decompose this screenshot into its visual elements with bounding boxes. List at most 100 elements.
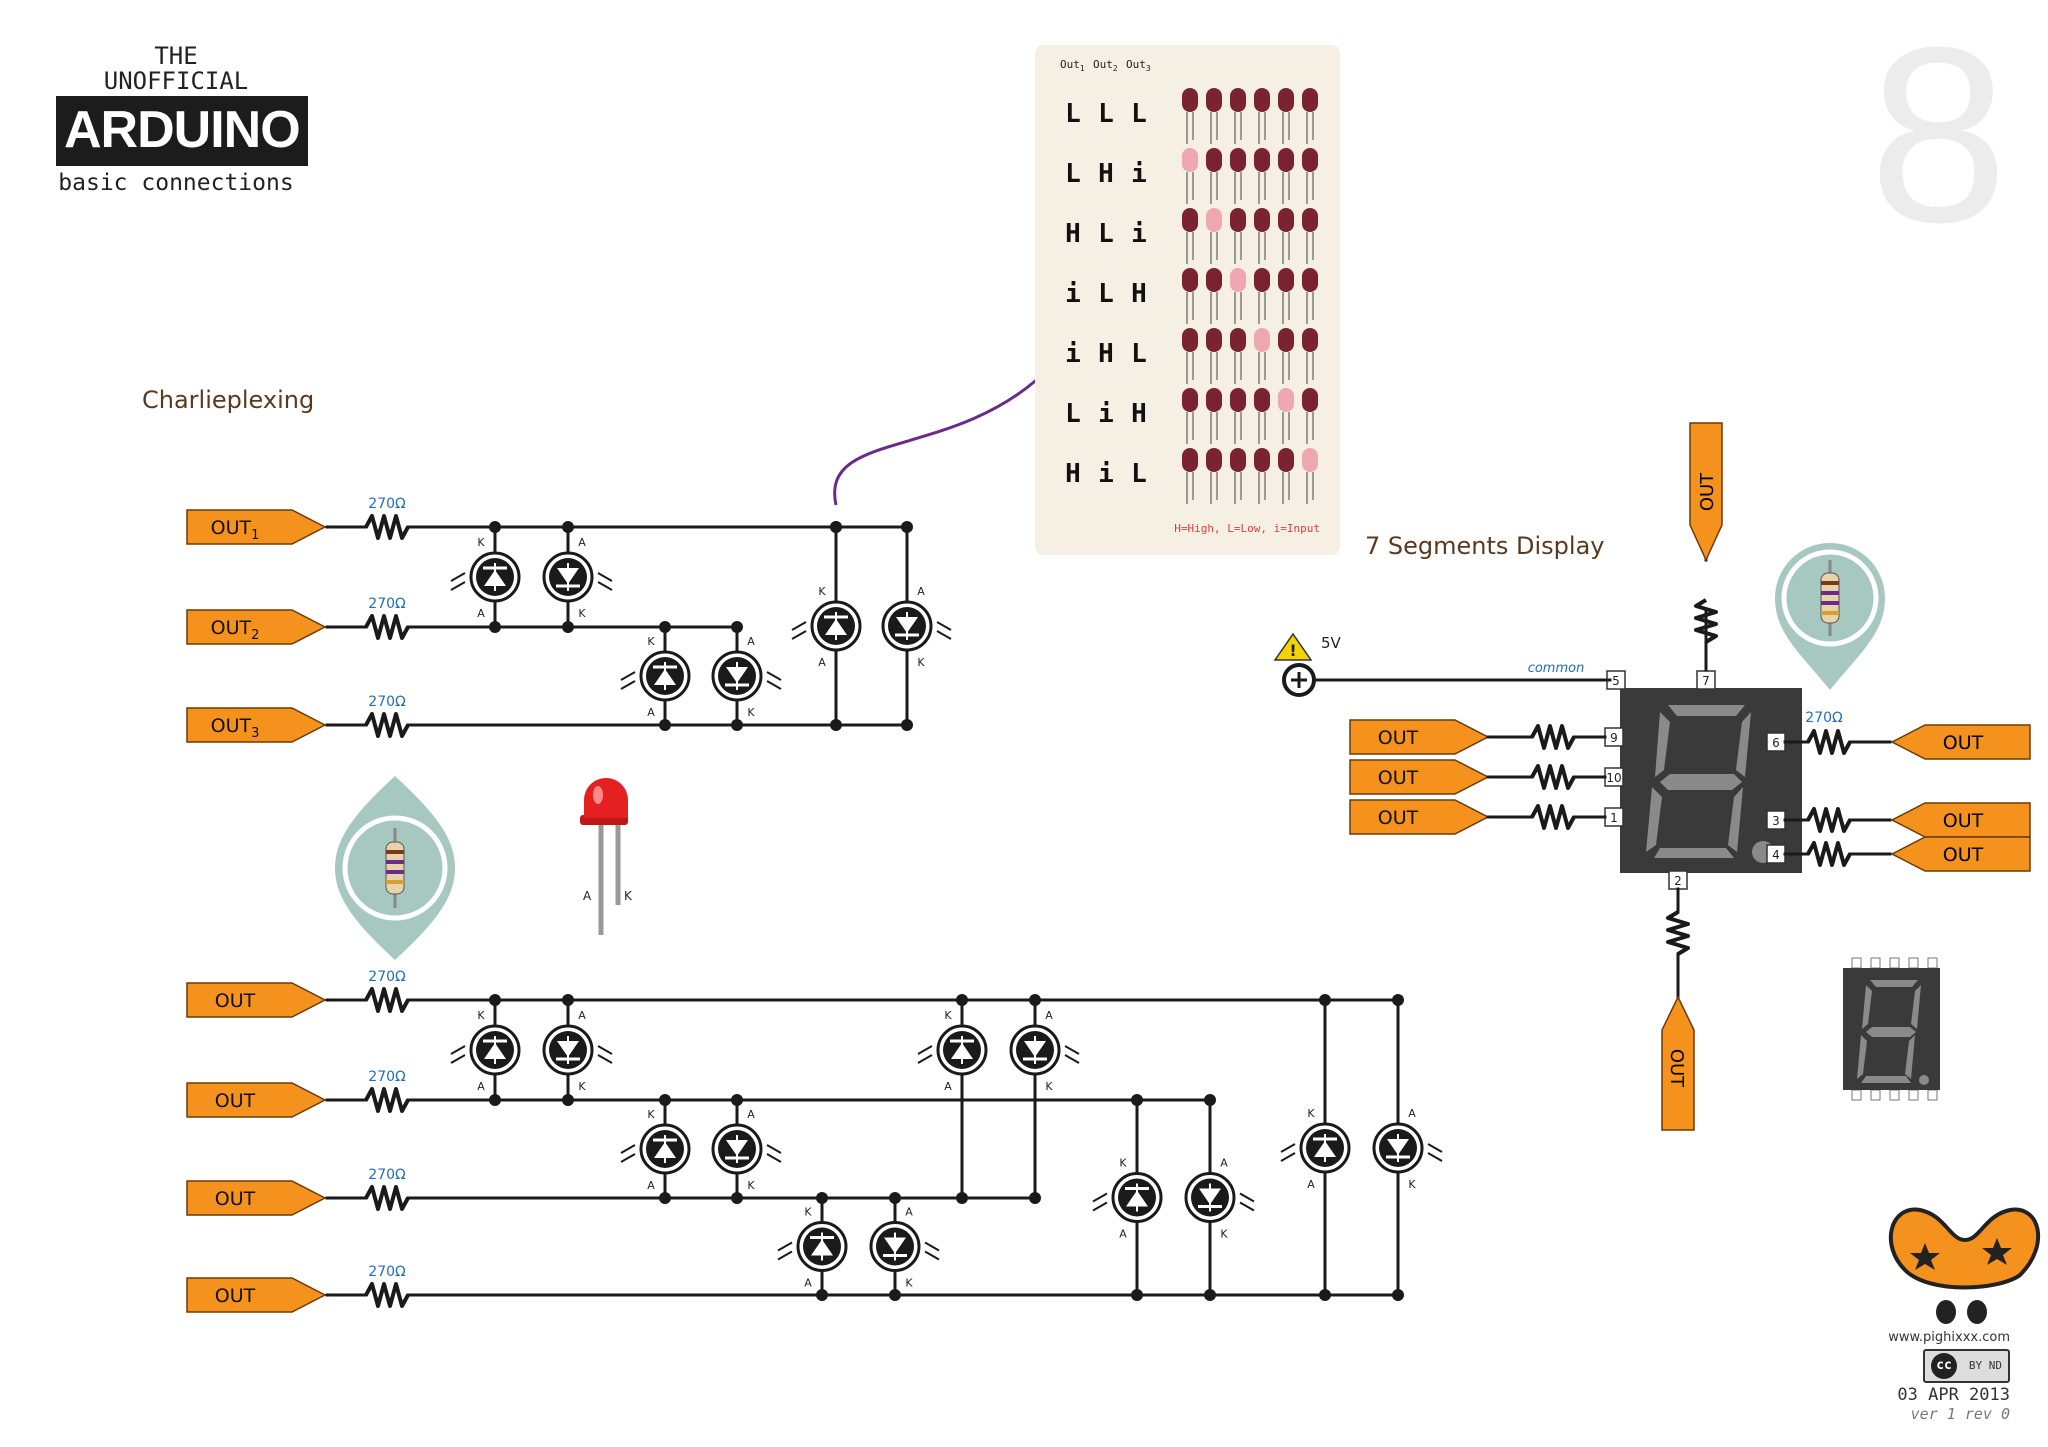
resistor-body bbox=[385, 841, 405, 895]
resistor-band bbox=[386, 860, 404, 864]
out-label: OUT bbox=[1943, 844, 1984, 866]
chip-pin bbox=[1908, 1089, 1919, 1101]
resistor bbox=[1530, 724, 1576, 750]
junction-dot bbox=[1392, 1289, 1404, 1301]
mini-led bbox=[1182, 388, 1198, 412]
junction-dot bbox=[830, 719, 842, 731]
charlieplexing-title: Charlieplexing bbox=[142, 386, 315, 414]
badge-ring bbox=[342, 815, 448, 921]
seven-segment-chip bbox=[1843, 957, 1940, 1101]
truth-table-state: i bbox=[1065, 339, 1081, 369]
out-left-2: OUT bbox=[1349, 759, 1490, 795]
light-ray bbox=[1280, 1143, 1296, 1153]
light-ray bbox=[450, 1045, 466, 1055]
truth-table-state: i bbox=[1098, 399, 1114, 429]
truth-table-state: H bbox=[1065, 219, 1081, 249]
chip-segment bbox=[1862, 985, 1872, 1029]
badge-ring bbox=[1781, 549, 1879, 647]
mini-led bbox=[1278, 268, 1294, 292]
mascot-star-icon bbox=[1982, 1238, 2012, 1265]
chip-segment bbox=[1905, 1035, 1915, 1079]
common-label: common bbox=[1528, 661, 1585, 676]
out4-connector-2: OUT bbox=[186, 1082, 327, 1118]
charlie3-led bbox=[450, 551, 521, 603]
brand-block: THE UNOFFICIAL ARDUINO basic connections bbox=[56, 42, 308, 196]
light-ray bbox=[766, 1153, 782, 1163]
truth-table-state: L bbox=[1131, 339, 1147, 369]
led-dome bbox=[584, 778, 628, 818]
chip-segment bbox=[1861, 1076, 1911, 1083]
light-ray bbox=[597, 1045, 613, 1055]
mini-led bbox=[1254, 388, 1270, 412]
junction-dot bbox=[901, 521, 913, 533]
mini-led bbox=[1302, 268, 1318, 292]
led-pin-label: K bbox=[1307, 1107, 1315, 1120]
resistor-badge-right bbox=[1775, 543, 1885, 690]
out-connector-shape bbox=[186, 1082, 327, 1118]
resistor-band bbox=[1821, 601, 1839, 605]
junction-dot bbox=[489, 994, 501, 1006]
light-ray bbox=[766, 680, 782, 690]
led-pin-label: K bbox=[477, 1009, 485, 1022]
led-pin-label: A bbox=[747, 1108, 755, 1121]
resistor-band bbox=[1821, 591, 1839, 595]
charlie4-led bbox=[542, 1024, 613, 1076]
junction-dot bbox=[562, 521, 574, 533]
cc-icon: cc bbox=[1931, 1353, 1958, 1379]
led-pin-label: A bbox=[647, 706, 655, 719]
charlie4-led bbox=[917, 1024, 988, 1076]
junction-dot bbox=[956, 994, 968, 1006]
truth-table-state: L bbox=[1131, 459, 1147, 489]
chip-pin bbox=[1870, 957, 1881, 969]
chip-segment bbox=[1911, 985, 1921, 1029]
light-ray bbox=[620, 1153, 636, 1163]
led-pin-label: K bbox=[647, 635, 655, 648]
resistor-label: 270Ω bbox=[368, 1069, 406, 1085]
truth-table-header: Out2 bbox=[1093, 58, 1118, 73]
segment-d bbox=[1654, 848, 1734, 858]
truth-table-state: H bbox=[1131, 399, 1147, 429]
mini-led bbox=[1182, 148, 1198, 172]
cc-terms: BY ND bbox=[1968, 1359, 2002, 1372]
out-connector-shape bbox=[1349, 759, 1490, 795]
resistor bbox=[1530, 764, 1576, 790]
light-ray bbox=[766, 1144, 782, 1154]
led-pin-label: K bbox=[944, 1009, 952, 1022]
out-label: OUT bbox=[1943, 810, 1984, 832]
out-connector-shape bbox=[186, 707, 327, 743]
led-pin-label: K bbox=[1220, 1228, 1228, 1241]
mini-led bbox=[1206, 208, 1222, 232]
out-connector-shape bbox=[1349, 799, 1490, 835]
truth-table-state: H bbox=[1065, 459, 1081, 489]
chip-segment bbox=[1866, 1027, 1916, 1037]
light-ray bbox=[1427, 1143, 1443, 1153]
truth-table-header: Out3 bbox=[1126, 58, 1151, 73]
mini-led bbox=[1182, 448, 1198, 472]
red-led-illustration bbox=[580, 778, 628, 935]
brand-the: THE bbox=[154, 42, 198, 70]
out-connector-shape bbox=[186, 1277, 327, 1313]
mini-led bbox=[1254, 88, 1270, 112]
out-connector-shape bbox=[186, 1180, 327, 1216]
resistor bbox=[1806, 807, 1852, 833]
junction-dot bbox=[1029, 1192, 1041, 1204]
mini-led bbox=[1230, 328, 1246, 352]
led-pin-label: A bbox=[1119, 1228, 1127, 1241]
out4-connector-3: OUT bbox=[186, 1180, 327, 1216]
junction-dot bbox=[489, 1094, 501, 1106]
junction-dot bbox=[1204, 1094, 1216, 1106]
charlie4-led bbox=[1092, 1172, 1163, 1223]
light-ray bbox=[791, 630, 807, 640]
junction-dot bbox=[889, 1289, 901, 1301]
out-label: OUT bbox=[215, 990, 256, 1012]
led-pin-label: K bbox=[1408, 1178, 1416, 1191]
mini-led bbox=[1206, 388, 1222, 412]
mini-led bbox=[1230, 88, 1246, 112]
led-pin-label: K bbox=[917, 656, 925, 669]
led-pin-label: A bbox=[747, 635, 755, 648]
led-pin-label-k: K bbox=[624, 889, 633, 903]
led-highlight bbox=[593, 786, 603, 804]
resistor-label: 270Ω bbox=[368, 1264, 406, 1280]
junction-dot bbox=[489, 621, 501, 633]
light-ray bbox=[1064, 1054, 1080, 1064]
